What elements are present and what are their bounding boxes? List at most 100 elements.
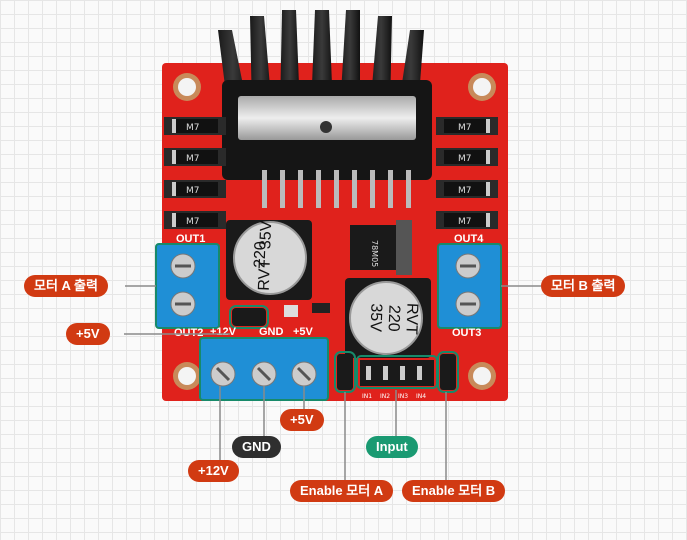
left-diode-2-body xyxy=(172,150,218,164)
left-diode-4-label: M7 xyxy=(186,217,200,227)
right-diode-1-band xyxy=(486,119,490,133)
right-diode-3-band xyxy=(486,182,490,196)
driver-chip-pin-6 xyxy=(352,170,357,208)
driver-chip-pins xyxy=(262,170,411,208)
capacitor-2: 220 35V RVT xyxy=(345,278,431,358)
driver-chip-pin-8 xyxy=(388,170,393,208)
heatsink xyxy=(218,10,432,180)
label-motor-a-output: 모터 A 출력 xyxy=(24,275,108,297)
terminal-block-motor-a xyxy=(155,243,220,329)
right-diode-4-body xyxy=(444,213,490,227)
label-motor-b-output: 모터 B 출력 xyxy=(541,275,626,297)
right-diode-1-label: M7 xyxy=(458,123,472,133)
left-diode-3-body xyxy=(172,182,218,196)
right-diode-4-label: M7 xyxy=(458,217,472,227)
input-header-pins xyxy=(366,366,422,380)
terminal-power-slot-12v xyxy=(215,366,231,382)
regulator-label: 78M05 xyxy=(370,240,379,267)
left-diode-1-body xyxy=(172,119,218,133)
voltage-regulator: 78M05 xyxy=(350,220,412,275)
input-header-body xyxy=(360,360,434,386)
capacitor-2-line3: RVT xyxy=(402,303,420,336)
right-diode-3-body xyxy=(444,182,490,196)
driver-chip-pin-7 xyxy=(370,170,375,208)
driver-chip-pin-2 xyxy=(280,170,285,208)
left-diode-3-label: M7 xyxy=(186,186,200,196)
silk-in1: IN1 xyxy=(362,393,372,400)
left-diode-4-body xyxy=(172,213,218,227)
regulator-tab xyxy=(396,220,412,275)
right-diode-2-body xyxy=(444,150,490,164)
label-plus5v-bottom: +5V xyxy=(280,409,324,431)
capacitor-1-body xyxy=(233,221,307,295)
silk-out2: OUT2 xyxy=(174,327,203,339)
left-diode-2: M7 xyxy=(164,148,226,166)
left-diode-1-label: M7 xyxy=(186,123,200,133)
left-diode-3: M7 xyxy=(164,180,226,198)
right-diode-3: M7 xyxy=(436,180,498,198)
silk-in3: IN3 xyxy=(398,393,408,400)
silk-out3: OUT3 xyxy=(452,327,481,339)
heatsink-screw xyxy=(320,121,332,133)
label-enable-motor-a: Enable 모터 A xyxy=(290,480,394,502)
right-diode-4-band xyxy=(486,213,490,227)
silk-out1: OUT1 xyxy=(176,233,205,245)
left-diode-2-label: M7 xyxy=(186,154,200,164)
silk-out4: OUT4 xyxy=(454,233,484,245)
capacitor-1-line3: RVT xyxy=(256,258,274,291)
leader-lines xyxy=(124,285,541,480)
mounting-hole-br-inner xyxy=(473,367,491,385)
right-diode-3-label: M7 xyxy=(458,186,472,196)
left-diode-4: M7 xyxy=(164,211,226,229)
driver-chip-pin-3 xyxy=(298,170,303,208)
label-plus12v: +12V xyxy=(188,460,239,482)
driver-chip xyxy=(238,96,416,140)
left-diode-1-band xyxy=(172,119,176,133)
input-pin-1 xyxy=(366,366,371,380)
capacitor-1-line2: 35V xyxy=(257,220,275,249)
left-diode-1: M7 xyxy=(164,117,226,135)
label-input: Input xyxy=(366,436,418,458)
label-gnd: GND xyxy=(232,436,281,458)
right-diode-4: M7 xyxy=(436,211,498,229)
mounting-holes xyxy=(173,73,496,390)
label-plus5v-top: +5V xyxy=(66,323,110,345)
terminal-power-slot-5v xyxy=(296,366,312,382)
jumper-enable-b-outline xyxy=(437,351,459,393)
right-diode-2: M7 xyxy=(436,148,498,166)
capacitor-2-line1: 220 xyxy=(385,305,403,332)
jumper-enable-a xyxy=(334,351,356,393)
left-diode-2-band xyxy=(172,150,176,164)
jumper-5v-body xyxy=(232,308,266,326)
mounting-hole-bl-inner xyxy=(178,367,196,385)
right-diode-2-label: M7 xyxy=(458,154,472,164)
led-indicator xyxy=(284,305,298,317)
input-pin-4 xyxy=(417,366,422,380)
jumper-enable-b-body xyxy=(440,354,456,390)
driver-chip-pin-1 xyxy=(262,170,267,208)
terminal-power-slot-gnd xyxy=(256,366,272,382)
driver-chip-pin-9 xyxy=(406,170,411,208)
silk-gnd: GND xyxy=(259,326,284,338)
capacitor-1-line1: 220 xyxy=(252,241,270,268)
mounting-hole-tr-inner xyxy=(473,78,491,96)
right-diode-1: M7 xyxy=(436,117,498,135)
capacitor-2-line2: 35V xyxy=(367,303,385,332)
jumper-enable-a-body xyxy=(337,354,353,390)
driver-chip-pin-4 xyxy=(316,170,321,208)
smd-resistor xyxy=(312,303,330,313)
capacitor-1: 220 35V RVT xyxy=(226,220,312,300)
input-pin-2 xyxy=(383,366,388,380)
mounting-hole-tl-inner xyxy=(178,78,196,96)
input-pin-3 xyxy=(400,366,405,380)
left-diode-3-band xyxy=(172,182,176,196)
silk-5v: +5V xyxy=(293,326,314,338)
silk-12v: +12V xyxy=(210,326,237,338)
jumper-5v xyxy=(229,305,269,329)
left-diode-4-band xyxy=(172,213,176,227)
jumper-5v-outline xyxy=(229,305,269,329)
